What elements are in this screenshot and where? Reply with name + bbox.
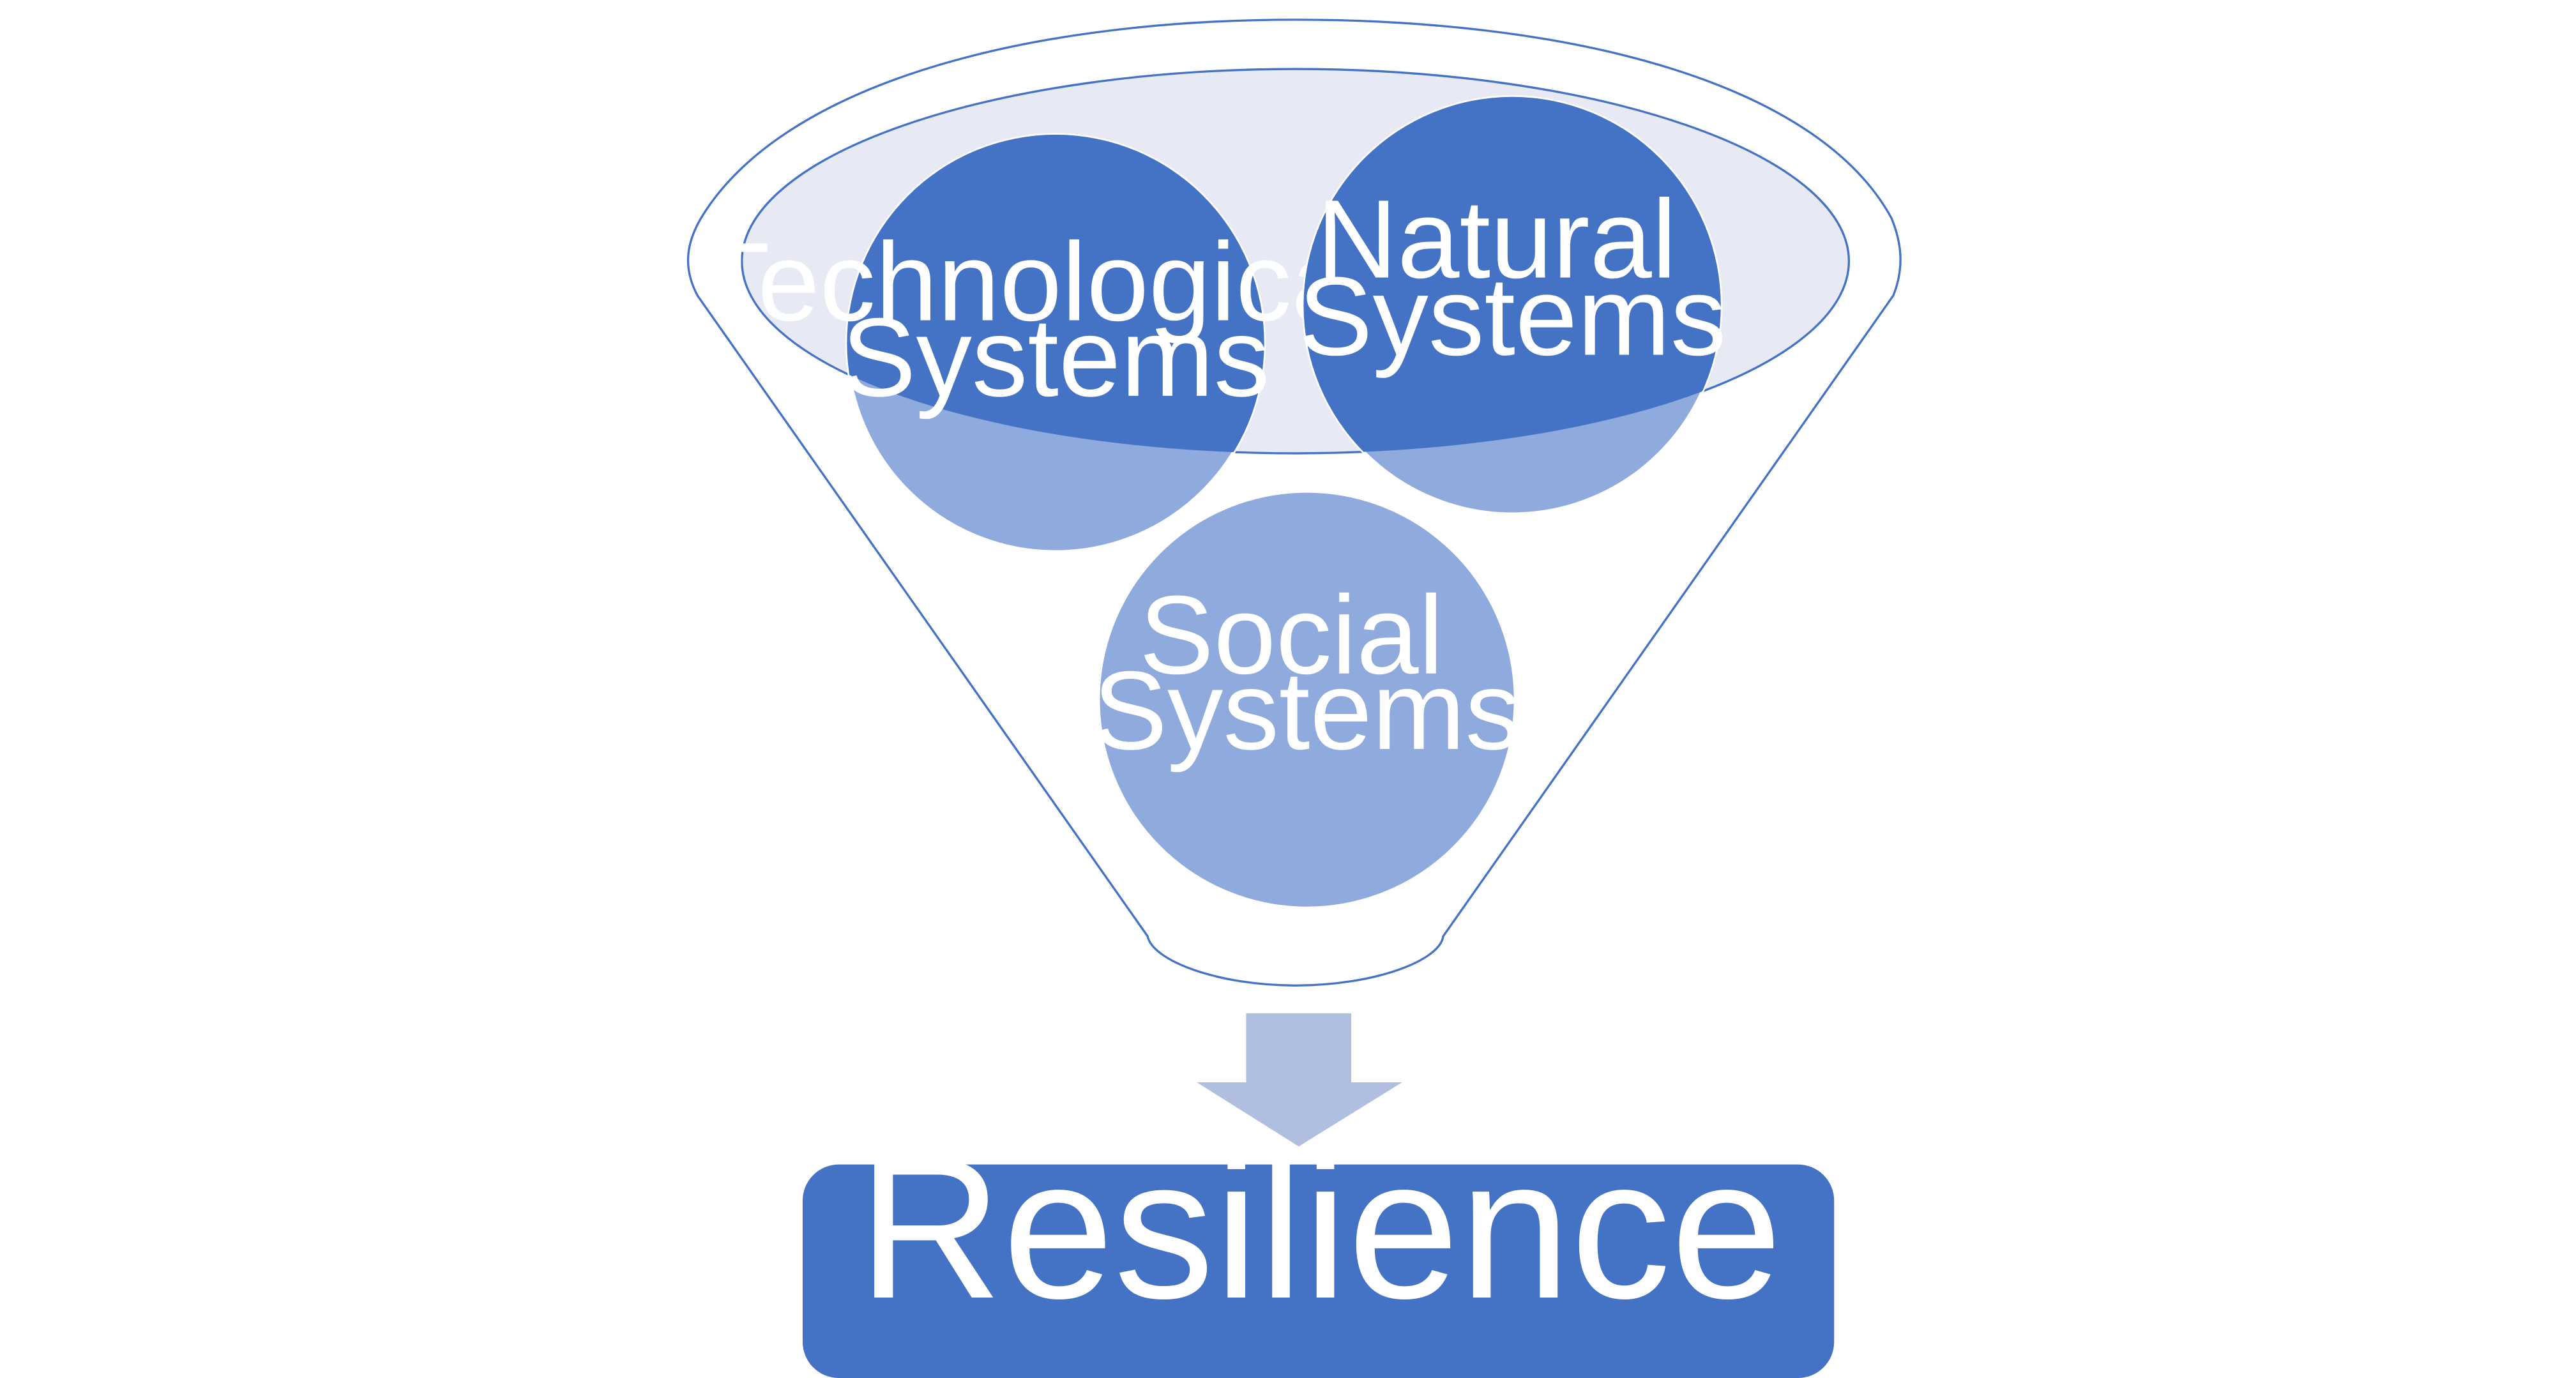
social-label-line1: Social — [1139, 573, 1443, 698]
svg-text:Technological Systems: Technological Systems — [702, 220, 1409, 420]
down-arrow-icon — [1197, 1013, 1402, 1147]
resilience-box: Resilience — [802, 1117, 1835, 1378]
technological-label-line1: Technological — [702, 220, 1379, 345]
circle-natural: Natural Systems — [1298, 95, 1727, 516]
resilience-label: Resilience — [858, 1117, 1782, 1340]
technological-label-line2: Systems — [842, 296, 1270, 420]
social-label-line2: Systems — [1093, 649, 1521, 773]
svg-text:Social Systems: Social Systems — [1093, 573, 1521, 773]
natural-label-line2: Systems — [1298, 255, 1727, 379]
svg-text:Natural Systems: Natural Systems — [1298, 178, 1727, 379]
circle-social: Social Systems — [1093, 489, 1521, 910]
natural-label-line1: Natural — [1317, 178, 1677, 302]
circle-technological: Technological Systems — [702, 133, 1409, 554]
